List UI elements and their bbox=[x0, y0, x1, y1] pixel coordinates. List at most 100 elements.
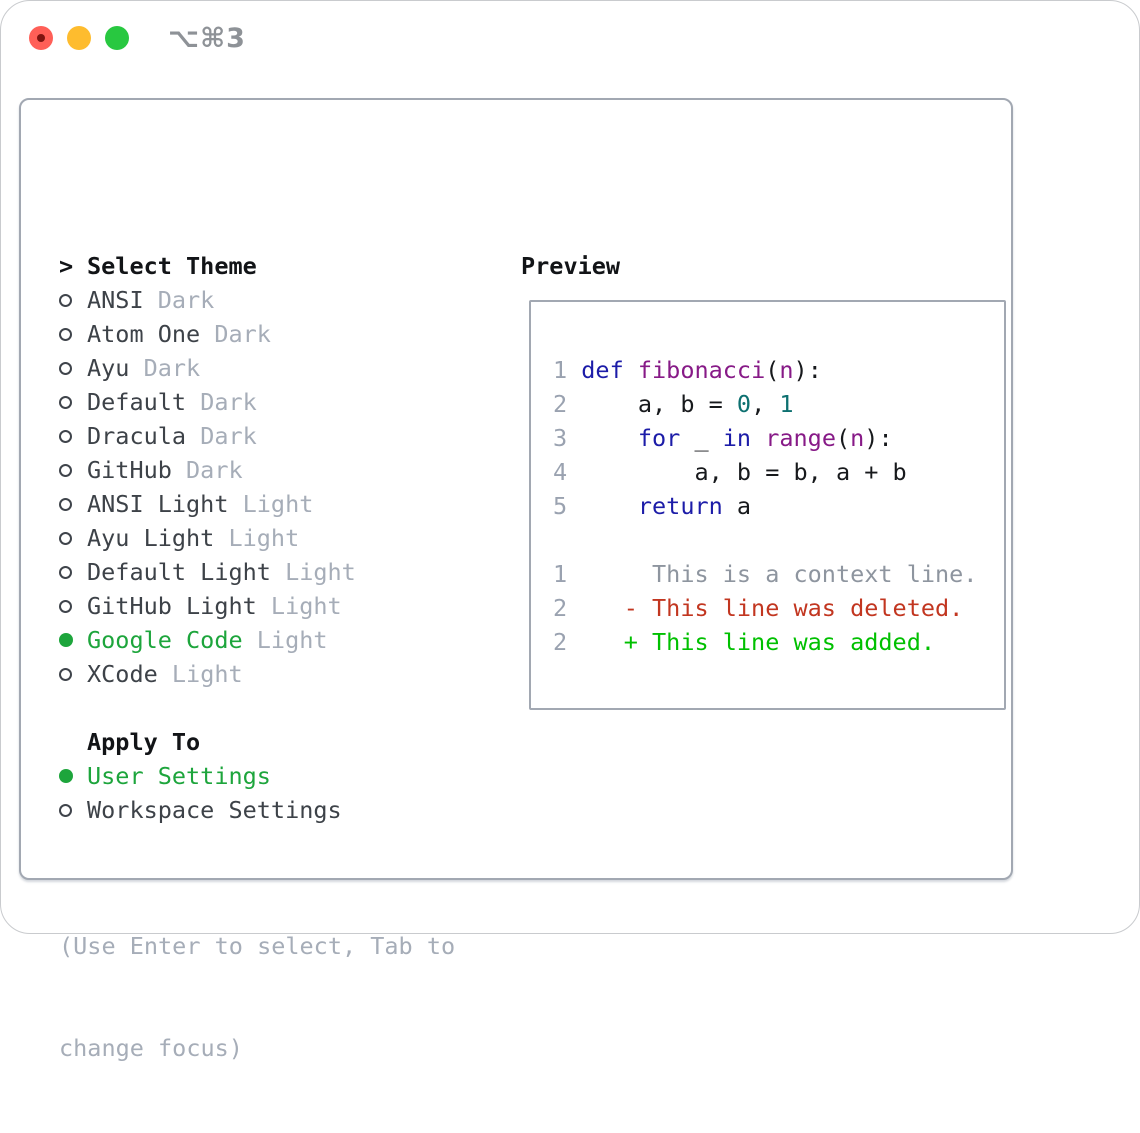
option-variant-label: Dark bbox=[172, 453, 243, 487]
option-label: ANSI bbox=[87, 283, 144, 317]
apply-option-0[interactable]: User Settings bbox=[59, 759, 342, 793]
code-line: 1 This is a context line. bbox=[553, 557, 977, 591]
theme-option-0[interactable]: ANSI Dark bbox=[59, 283, 356, 317]
option-label: GitHub bbox=[87, 453, 172, 487]
line-number: 5 bbox=[553, 489, 581, 523]
code-token-plain: a, b = b, a + b bbox=[581, 458, 906, 486]
theme-option-4[interactable]: Dracula Dark bbox=[59, 419, 356, 453]
selection-cursor-icon: > bbox=[59, 249, 87, 283]
option-label: Workspace Settings bbox=[87, 793, 342, 827]
code-token-plain: ): bbox=[794, 356, 822, 384]
apply-option-1[interactable]: Workspace Settings bbox=[59, 793, 342, 827]
code-token-type: range bbox=[765, 424, 836, 452]
code-token-keyword: in bbox=[723, 424, 751, 452]
option-label: GitHub Light bbox=[87, 589, 257, 623]
option-label: Atom One bbox=[87, 317, 200, 351]
radio-icon bbox=[59, 498, 87, 511]
code-token-context: This is a context line. bbox=[581, 560, 977, 588]
option-variant-label: Light bbox=[214, 521, 299, 555]
select-theme-header: > Select Theme bbox=[59, 249, 356, 283]
code-token-literal: 1 bbox=[779, 390, 793, 418]
option-variant-label: Light bbox=[228, 487, 313, 521]
radio-selected-icon bbox=[59, 769, 87, 783]
line-number: 1 bbox=[553, 557, 581, 591]
code-token-plain bbox=[751, 424, 765, 452]
radio-icon bbox=[59, 804, 87, 817]
radio-icon bbox=[59, 362, 87, 375]
close-button[interactable] bbox=[29, 26, 53, 50]
zoom-button[interactable] bbox=[105, 26, 129, 50]
window-title: ⌥⌘3 bbox=[168, 23, 246, 54]
apply-to-title: Apply To bbox=[87, 725, 200, 759]
code-token-keyword: return bbox=[638, 492, 723, 520]
radio-icon bbox=[59, 396, 87, 409]
code-line: 4 a, b = b, a + b bbox=[553, 455, 977, 489]
option-variant-label: Dark bbox=[144, 283, 215, 317]
keyboard-hint-line-1: (Use Enter to select, Tab to bbox=[59, 929, 455, 963]
titlebar: ⌥⌘3 bbox=[1, 1, 1139, 76]
code-token-plain: a, b = bbox=[581, 390, 737, 418]
option-label: User Settings bbox=[87, 759, 271, 793]
radio-icon bbox=[59, 668, 87, 681]
option-label: Google Code bbox=[87, 623, 243, 657]
option-label: Ayu Light bbox=[87, 521, 214, 555]
theme-option-9[interactable]: GitHub Light Light bbox=[59, 589, 356, 623]
code-token-added: + This line was added. bbox=[581, 628, 935, 656]
code-token-plain bbox=[581, 424, 638, 452]
code-token-keyword: def bbox=[581, 356, 623, 384]
theme-option-11[interactable]: XCode Light bbox=[59, 657, 356, 691]
option-variant-label: Light bbox=[257, 589, 342, 623]
theme-option-3[interactable]: Default Dark bbox=[59, 385, 356, 419]
theme-option-10[interactable]: Google Code Light bbox=[59, 623, 356, 657]
minimize-button[interactable] bbox=[67, 26, 91, 50]
theme-option-2[interactable]: Ayu Dark bbox=[59, 351, 356, 385]
option-variant-label: Light bbox=[243, 623, 328, 657]
theme-option-6[interactable]: ANSI Light Light bbox=[59, 487, 356, 521]
theme-option-1[interactable]: Atom One Dark bbox=[59, 317, 356, 351]
keyboard-hint-line-2: change focus) bbox=[59, 1031, 455, 1065]
apply-to-header: Apply To bbox=[59, 725, 342, 759]
radio-icon bbox=[59, 532, 87, 545]
code-token-literal: 0 bbox=[737, 390, 751, 418]
preview-title: Preview bbox=[521, 249, 620, 283]
theme-option-8[interactable]: Default Light Light bbox=[59, 555, 356, 589]
theme-option-5[interactable]: GitHub Dark bbox=[59, 453, 356, 487]
line-number: 3 bbox=[553, 421, 581, 455]
option-variant-label: Light bbox=[158, 657, 243, 691]
option-label: Default Light bbox=[87, 555, 271, 589]
radio-icon bbox=[59, 328, 87, 341]
line-number: 2 bbox=[553, 591, 581, 625]
radio-icon bbox=[59, 430, 87, 443]
code-token-type: n bbox=[779, 356, 793, 384]
option-label: Default bbox=[87, 385, 186, 419]
code-token-deleted: - This line was deleted. bbox=[581, 594, 963, 622]
code-line: 3 for _ in range(n): bbox=[553, 421, 977, 455]
code-line: 5 return a bbox=[553, 489, 977, 523]
option-variant-label: Dark bbox=[186, 385, 257, 419]
code-line: 2 - This line was deleted. bbox=[553, 591, 977, 625]
option-variant-label: Light bbox=[271, 555, 356, 589]
option-variant-label: Dark bbox=[129, 351, 200, 385]
code-token-plain: , bbox=[751, 390, 779, 418]
code-token-plain: ): bbox=[864, 424, 892, 452]
line-number: 1 bbox=[553, 353, 581, 387]
code-token-plain: ( bbox=[765, 356, 779, 384]
code-line bbox=[553, 523, 977, 557]
radio-icon bbox=[59, 464, 87, 477]
code-token-type: n bbox=[850, 424, 864, 452]
keyboard-hint: (Use Enter to select, Tab to change focu… bbox=[59, 861, 455, 1133]
theme-option-7[interactable]: Ayu Light Light bbox=[59, 521, 356, 555]
code-token-plain bbox=[581, 492, 638, 520]
code-token-keyword: for bbox=[638, 424, 680, 452]
radio-icon bbox=[59, 566, 87, 579]
option-label: ANSI Light bbox=[87, 487, 228, 521]
select-theme-title: Select Theme bbox=[87, 249, 257, 283]
code-token-plain: ( bbox=[836, 424, 850, 452]
option-label: XCode bbox=[87, 657, 158, 691]
line-number: 4 bbox=[553, 455, 581, 489]
radio-selected-icon bbox=[59, 633, 87, 647]
